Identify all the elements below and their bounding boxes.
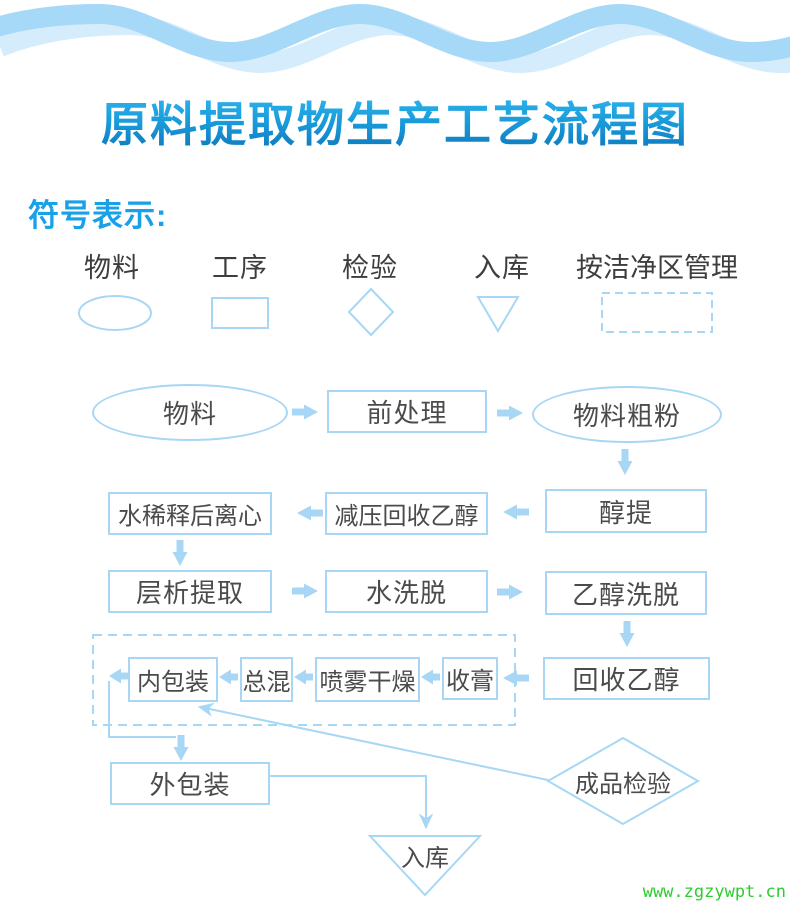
node-pretreatment: 前处理 xyxy=(327,390,487,433)
node-outer-packaging: 外包装 xyxy=(110,762,270,805)
arrow-chromatography-to-water-elution xyxy=(292,583,318,599)
warehouse-triangle xyxy=(367,835,483,897)
node-total-blending: 总混 xyxy=(240,657,293,702)
arrow-material-to-pretreatment xyxy=(292,404,318,420)
node-warehousing: 入库 xyxy=(401,844,449,872)
legend-heading: 符号表示: xyxy=(28,198,168,233)
arrow-alcohol-extraction-to-vacuum-recovery xyxy=(503,504,529,520)
connector-inspection-to-inner-packaging xyxy=(197,702,549,781)
legend-label-material: 物料 xyxy=(84,253,140,283)
node-spray-drying: 喷雾干燥 xyxy=(315,657,420,702)
node-alcohol-extraction: 醇提 xyxy=(545,489,707,533)
legend-triangle-shape xyxy=(476,296,520,333)
arrow-blending-to-inner-packaging xyxy=(219,669,238,685)
legend-label-process: 工序 xyxy=(212,253,268,283)
node-inner-packaging: 内包装 xyxy=(128,657,218,702)
node-ethanol-elution: 乙醇洗脱 xyxy=(545,571,707,615)
watermark-url: www.zgzywpt.cn xyxy=(642,882,786,902)
arrow-water-dilution-to-chromatography xyxy=(172,540,188,566)
arrow-water-elution-to-ethanol-elution xyxy=(497,584,523,600)
legend-label-clean-area: 按洁净区管理 xyxy=(576,253,738,283)
node-paste-collection: 收膏 xyxy=(442,657,498,700)
wave-main-ribbon xyxy=(0,3,790,63)
arrow-inner-packaging-exit xyxy=(109,668,128,684)
node-ethanol-recovery: 回收乙醇 xyxy=(543,657,710,700)
node-material: 物料 xyxy=(92,384,288,441)
arrow-ethanol-recovery-to-paste xyxy=(503,670,529,686)
node-vacuum-ethanol-recovery: 减压回收乙醇 xyxy=(325,492,488,535)
connector-outer-packaging-to-warehouse xyxy=(270,775,434,830)
page-title: 原料提取物生产工艺流程图 xyxy=(0,86,790,155)
node-chromatography-extraction: 层析提取 xyxy=(108,570,272,613)
legend-rect-shape xyxy=(211,297,269,329)
legend-dashed-rect-shape xyxy=(601,292,713,333)
node-water-elution: 水洗脱 xyxy=(325,570,488,613)
legend-label-inspection: 检验 xyxy=(342,253,398,283)
arrow-spray-drying-to-blending xyxy=(294,669,313,685)
arrow-into-outer-packaging xyxy=(173,735,189,761)
node-coarse-powder: 物料粗粉 xyxy=(532,386,722,443)
arrow-pretreatment-to-coarse-powder xyxy=(497,405,523,421)
wave-decoration xyxy=(0,3,790,74)
legend-diamond-shape xyxy=(347,287,395,337)
connector-inner-to-outer-packaging xyxy=(108,681,176,738)
arrow-coarse-powder-to-alcohol-extraction xyxy=(617,449,633,475)
legend-ellipse-shape xyxy=(78,295,152,331)
legend-label-warehouse: 入库 xyxy=(474,253,530,283)
inspection-diamond xyxy=(545,736,701,826)
arrow-vacuum-recovery-to-water-dilution xyxy=(297,505,323,521)
arrow-paste-to-spray-drying xyxy=(421,669,440,685)
arrow-ethanol-elution-to-ethanol-recovery xyxy=(619,621,635,647)
node-water-dilution-centrifuge: 水稀释后离心 xyxy=(108,492,272,535)
node-finished-product-inspection: 成品检验 xyxy=(575,770,671,798)
